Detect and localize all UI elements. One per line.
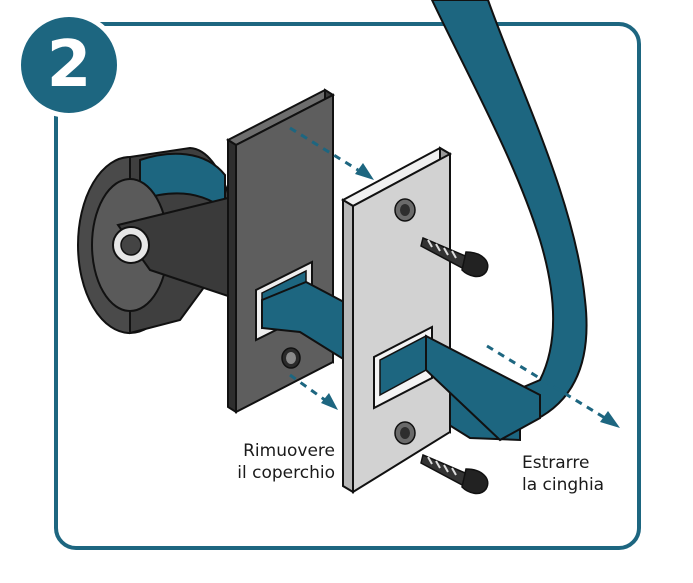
arrow-heads [321,163,620,428]
screw-bottom-icon [420,453,489,495]
step-number-badge: 2 [16,12,122,118]
extract-belt-line-2: la cinghia [522,475,605,495]
back-plate [225,88,336,414]
extract-belt-line-1: Estrarre [522,453,590,473]
remove-cover-label: Rimuovere il coperchio [210,440,335,484]
cover-plate [340,146,453,494]
arrow-head-belt-icon [600,411,620,428]
remove-cover-line-1: Rimuovere [243,441,335,461]
pulley-drum [77,146,241,335]
arrow-head-top-icon [355,163,374,180]
extract-belt-label: Estrarre la cinghia [522,452,652,496]
screw-top-icon [420,236,489,278]
remove-arrows [289,126,606,420]
remove-cover-line-2: il coperchio [237,463,335,483]
arrow-head-bottom-icon [321,393,338,410]
